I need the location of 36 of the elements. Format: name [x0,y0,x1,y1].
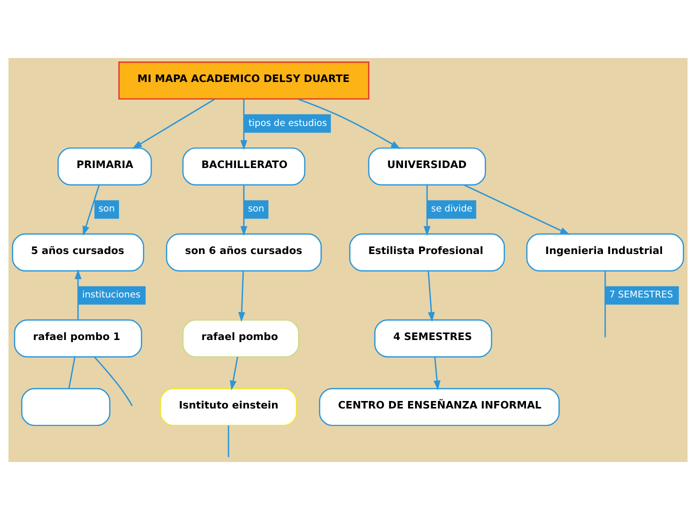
node-box: rafael pombo [182,319,300,358]
edge-label: tipos de estudios [248,118,327,129]
connector [604,271,606,338]
arrow [132,98,216,149]
node-box: MI MAPA ACADEMICO DELSY DUARTE [118,61,370,100]
arrow [298,98,401,150]
node-box: son 6 años cursados [166,233,322,272]
arrow [240,185,248,236]
node-box: rafael pombo 1 [14,319,142,358]
arrow [240,99,248,150]
arrow [82,185,100,236]
edge-label: instituciones [82,290,140,301]
node-box: BACHILLERATO [182,147,306,186]
node-box: PRIMARIA [57,147,152,186]
arrow [238,271,246,322]
node-box: Isntituto einstein [160,388,298,426]
node-box: CENTRO DE ENSEÑANZA INFORMAL [318,388,560,426]
edge-label: son [98,204,115,215]
connector [94,356,133,406]
arrow [464,184,570,235]
arrow [424,185,431,236]
node-box [21,388,110,426]
edge-label: se divide [431,204,472,215]
arrow [434,356,440,390]
node-box: Estilista Profesional [349,233,505,272]
node-box: UNIVERSIDAD [368,147,486,186]
node-box: Ingenieria Industrial [526,233,684,272]
connector [68,356,76,389]
arrow [74,269,82,320]
arrow [428,271,435,322]
connector [228,426,230,458]
edge-label: son [248,204,264,215]
edge-label: 7 SEMESTRES [609,290,673,301]
node-box: 5 años cursados [12,233,144,272]
node-box: 4 SEMESTRES [374,319,492,358]
arrow [230,356,238,390]
